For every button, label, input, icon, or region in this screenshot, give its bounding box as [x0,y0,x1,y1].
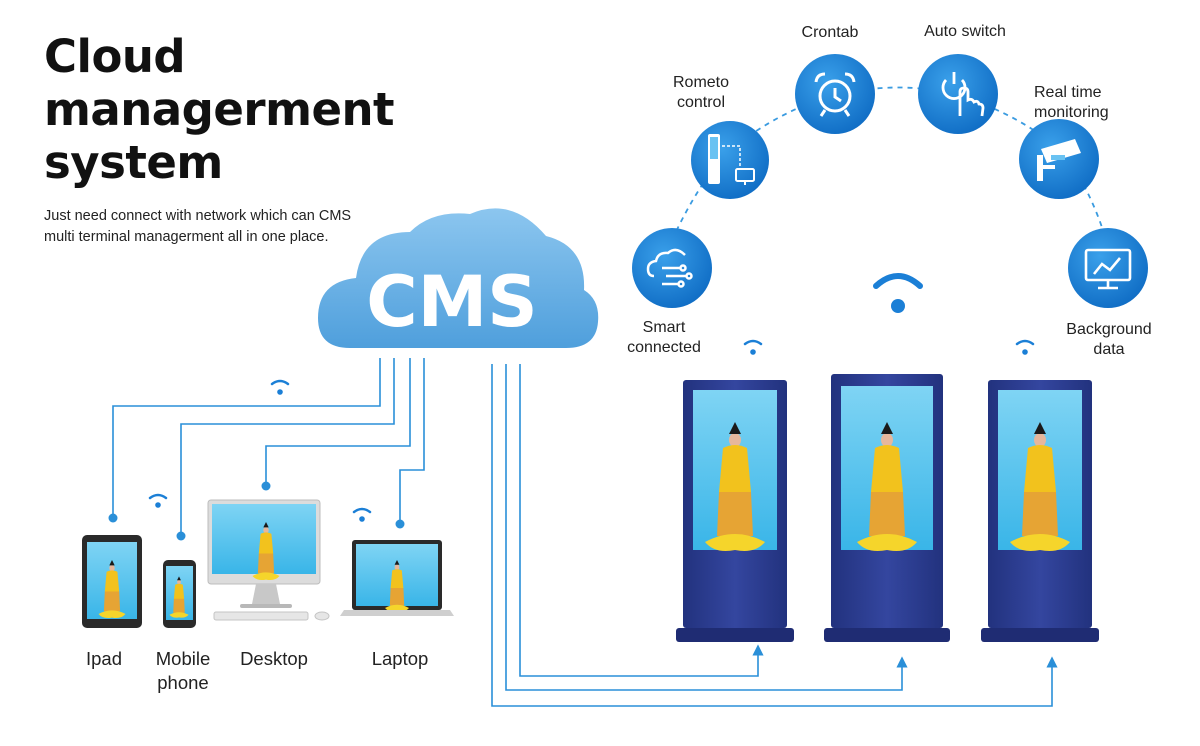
label-ipad: Ipad [85,648,122,669]
mobile-phone-device [163,560,196,628]
wifi-icon [1015,339,1035,355]
link-ipad [112,358,381,518]
link-laptop [399,358,425,524]
cctv-camera-icon [1037,139,1081,181]
wifi-icon [873,273,923,313]
wifi-icon [743,339,763,355]
label-mobile-phone: Mobile phone [155,648,211,693]
device-link-dots [108,481,405,541]
remote-control-icon [708,134,755,185]
title-line: Cloud [44,30,186,83]
label-desktop: Desktop [240,648,308,669]
feature-background-data [1068,228,1148,308]
feature-arc [671,86,1109,247]
label-remote-control: Rometo control [672,74,730,111]
kiosk-3 [981,380,1099,642]
feature-smart-connected [632,228,712,308]
monitor-chart-icon [1084,248,1132,290]
wifi-icon [352,507,372,522]
link-desktop [265,358,411,486]
title-line: system [44,136,223,189]
title-line: managerment [44,83,395,136]
laptop-device [340,540,454,616]
wifi-icon [148,493,168,508]
kiosk-2 [824,374,950,642]
cms-cloud: CMS [318,208,599,348]
cms-label: CMS [366,261,537,343]
kiosk-1 [676,380,794,642]
feature-auto-switch [918,54,998,134]
label-crontab: Crontab [801,24,859,41]
cloud-network-icon [646,248,693,288]
link-kiosk-2 [505,364,908,691]
label-auto-switch: Auto switch [924,23,1006,40]
label-laptop: Laptop [371,648,429,669]
label-real-time-monitoring: Real time monitoring [1034,84,1109,121]
subtitle-line: Just need connect with network which can… [44,208,352,224]
link-kiosk-1 [519,364,764,677]
wifi-icon [270,379,290,395]
page-subtitle: Just need connect with network which can… [44,206,404,248]
power-touch-icon [941,72,985,117]
device-links [112,358,425,535]
label-background-data: Background data [1066,321,1152,358]
feature-crontab [795,54,875,134]
feature-real-time-monitoring [1019,119,1099,199]
kiosk-links [491,364,1058,707]
subtitle-line: multi terminal managerment all in one pl… [44,229,329,245]
label-smart-connected: Smart connected [627,319,701,356]
feature-remote-control [691,121,769,199]
ipad-device [82,535,142,628]
alarm-clock-icon [814,72,856,117]
page-title: Cloud managerment system [44,30,424,189]
link-kiosk-3 [491,364,1058,707]
link-mobile [180,358,395,535]
desktop-device [207,499,330,621]
